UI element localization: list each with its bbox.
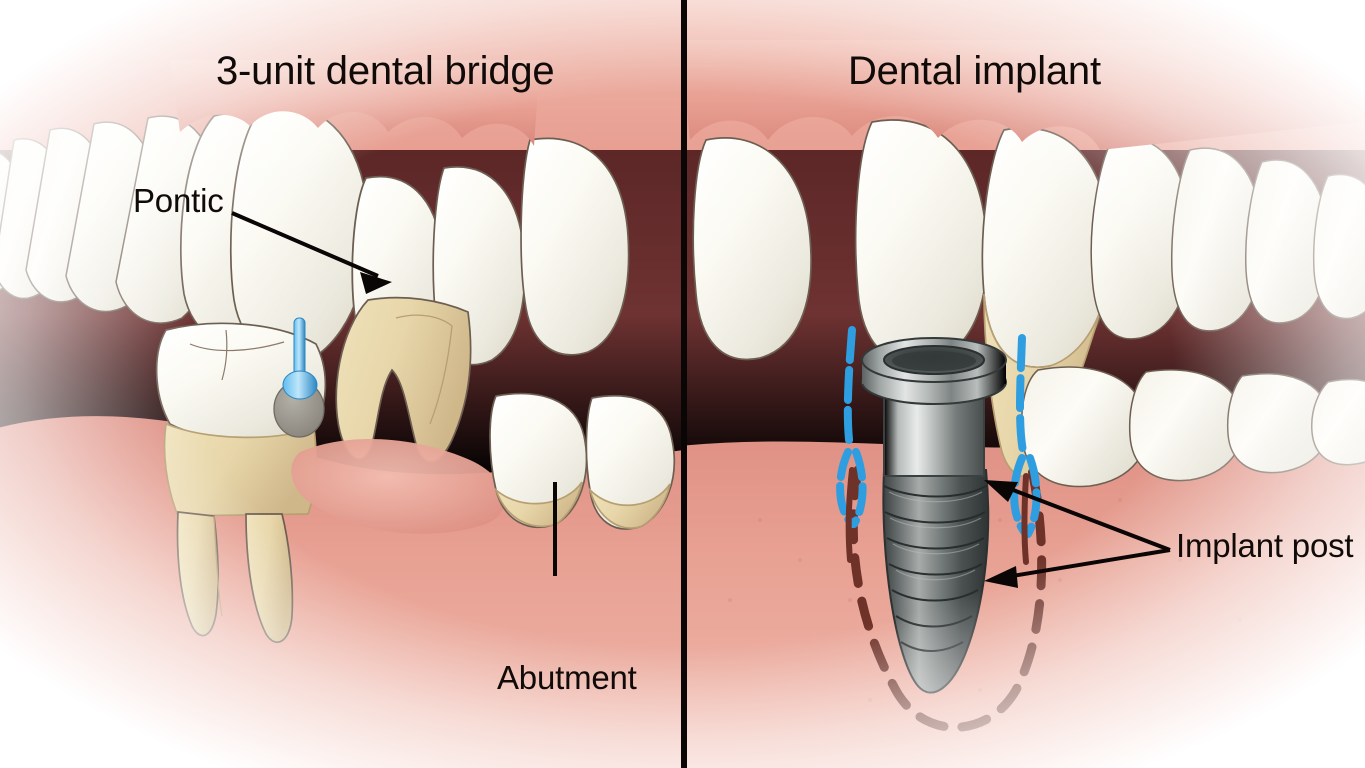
callout-label-implant-post: Implant post — [1176, 527, 1354, 564]
panel-divider — [681, 0, 687, 768]
implant-post-leader-arrows — [984, 480, 1171, 588]
callout-leaders — [231, 211, 1171, 588]
callout-label-abutment-line1: Abutment — [497, 658, 637, 696]
callout-label-abutment-teeth: Abutment teeth — [497, 586, 637, 768]
callout-label-pontic: Pontic — [133, 182, 224, 219]
panel-title-left: 3-unit dental bridge — [216, 49, 555, 93]
pontic-leader-arrow — [231, 211, 392, 294]
panel-title-right: Dental implant — [848, 49, 1101, 93]
